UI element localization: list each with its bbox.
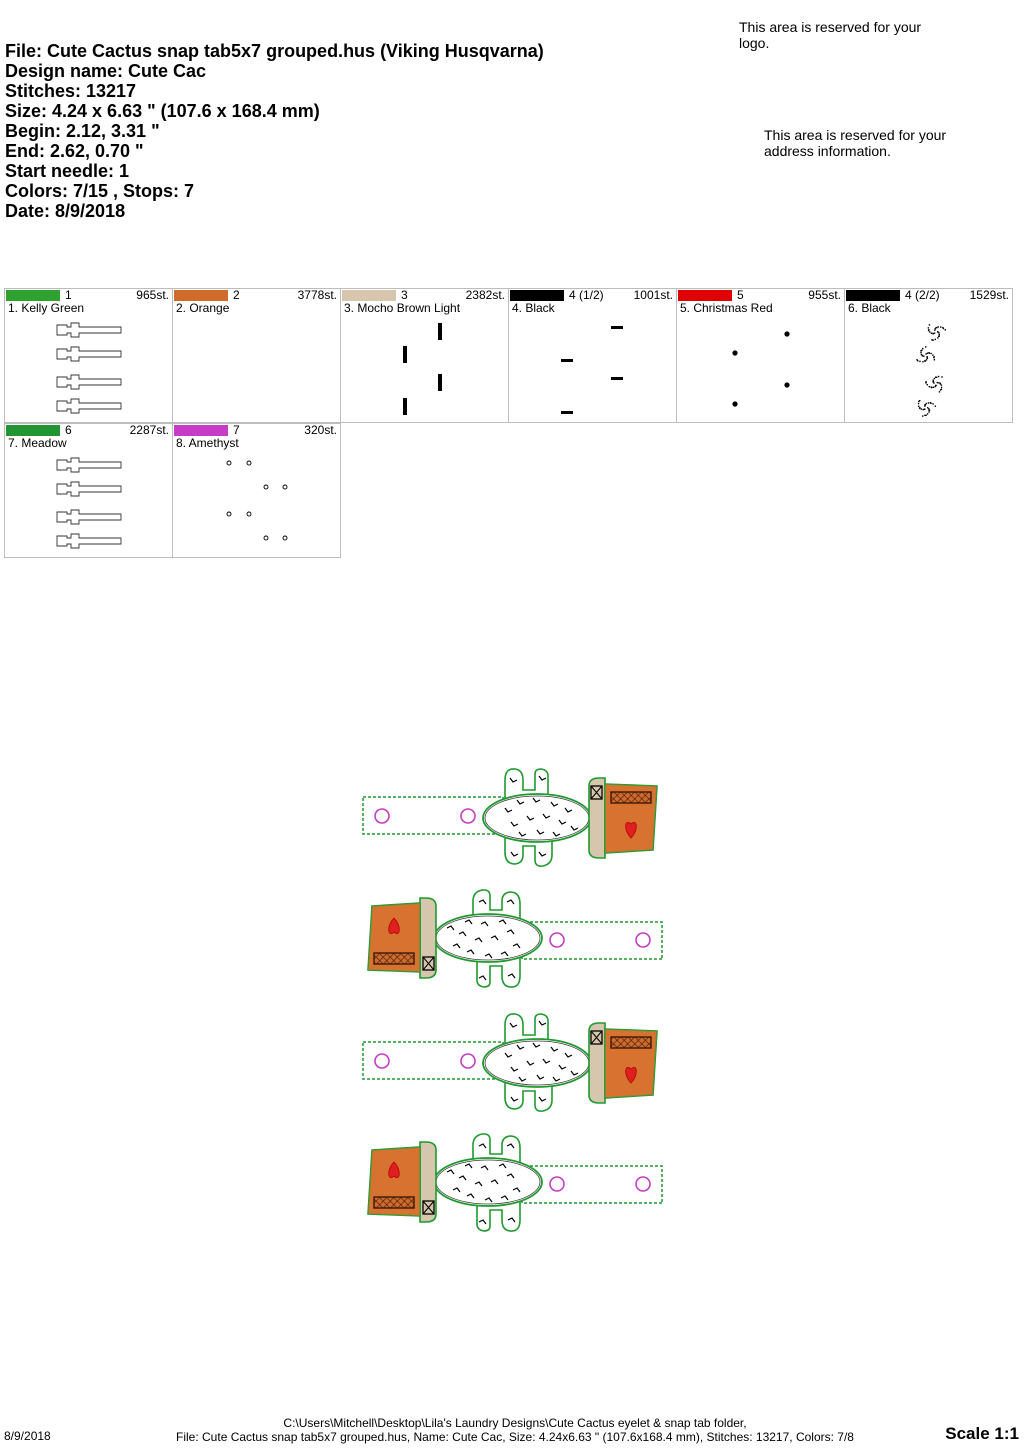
design-preview — [362, 768, 663, 1232]
footer-summary: File: Cute Cactus snap tab5x7 grouped.hu… — [176, 1430, 854, 1444]
stitches-line: Stitches: 13217 — [5, 81, 137, 101]
swatch-color-name: 6. Black — [848, 301, 891, 315]
swatch-thumbnail — [916, 324, 946, 417]
swatch-color-bar — [342, 290, 396, 301]
swatch-color-name: 5. Christmas Red — [680, 301, 773, 315]
swatch-stitch-count: 2382st. — [465, 288, 505, 302]
swatch-color-bar — [678, 290, 732, 301]
snap-tab-1 — [362, 768, 658, 868]
date-line: Date: 8/9/2018 — [5, 201, 126, 221]
color-swatch-5: 5 955st. 5. Christmas Red — [676, 288, 845, 423]
swatch-color-name: 4. Black — [512, 301, 555, 315]
swatch-stitch-count: 320st. — [304, 423, 337, 437]
color-swatch-4: 4 (1/2) 1001st. 4. Black — [508, 288, 677, 423]
swatch-color-name: 8. Amethyst — [176, 436, 239, 450]
swatch-color-name: 7. Meadow — [8, 436, 67, 450]
swatch-color-name: 3. Mocho Brown Light — [344, 301, 461, 315]
swatch-color-name: 2. Orange — [176, 301, 230, 315]
swatch-thumbnail — [56, 322, 122, 414]
swatch-number: 1 — [65, 288, 72, 302]
address-placeholder: This area is reserved for your address i… — [764, 127, 947, 159]
snap-tab-3 — [362, 1013, 658, 1113]
color-swatch-7: 6 2287st. 7. Meadow — [4, 423, 173, 558]
swatch-number: 4 (2/2) — [905, 288, 940, 302]
color-swatch-2: 2 3778st. 2. Orange — [172, 288, 341, 423]
size-line: Size: 4.24 x 6.63 " (107.6 x 168.4 mm) — [5, 101, 320, 121]
swatch-number: 3 — [401, 288, 408, 302]
logo-placeholder: This area is reserved for your logo. — [739, 19, 922, 51]
end-line: End: 2.62, 0.70 " — [5, 141, 144, 161]
colors-line: Colors: 7/15 , Stops: 7 — [5, 181, 195, 201]
swatch-color-bar — [6, 290, 60, 301]
file-line: File: Cute Cactus snap tab5x7 grouped.hu… — [5, 41, 544, 61]
swatch-thumbnail — [561, 326, 623, 414]
swatch-thumbnail — [56, 457, 122, 549]
design-info: File: Cute Cactus snap tab5x7 grouped.hu… — [5, 41, 544, 221]
footer-date: 8/9/2018 — [4, 1429, 51, 1443]
swatch-thumbnail — [732, 331, 790, 407]
design-name-line: Design name: Cute Cac — [5, 61, 207, 81]
swatch-number: 4 (1/2) — [569, 288, 604, 302]
color-swatch-8: 7 320st. 8. Amethyst — [172, 423, 341, 558]
scale-label: Scale 1:1 — [945, 1424, 1019, 1443]
swatch-thumbnail — [173, 317, 341, 421]
swatch-stitch-count: 3778st. — [297, 288, 337, 302]
swatch-thumbnail — [403, 323, 442, 415]
swatch-number: 7 — [233, 423, 240, 437]
swatch-number: 5 — [737, 288, 744, 302]
swatch-stitch-count: 965st. — [136, 288, 169, 302]
swatch-color-name: 1. Kelly Green — [8, 301, 85, 315]
color-swatch-6: 4 (2/2) 1529st. 6. Black — [844, 288, 1013, 423]
swatch-stitch-count: 1529st. — [969, 288, 1009, 302]
swatch-number: 2 — [233, 288, 240, 302]
start-needle-line: Start needle: 1 — [5, 161, 130, 181]
color-swatch-3: 3 2382st. 3. Mocho Brown Light — [340, 288, 509, 423]
swatch-stitch-count: 1001st. — [633, 288, 673, 302]
swatch-color-bar — [846, 290, 900, 301]
footer-path: C:\Users\Mitchell\Desktop\Lila's Laundry… — [283, 1416, 747, 1430]
swatch-color-bar — [174, 425, 228, 436]
swatch-thumbnail — [226, 460, 288, 541]
swatch-color-bar — [6, 425, 60, 436]
swatch-color-bar — [510, 290, 564, 301]
swatch-number: 6 — [65, 423, 72, 437]
color-swatch-1: 1 965st. 1. Kelly Green — [4, 288, 173, 423]
snap-tab-4 — [367, 1132, 663, 1232]
begin-line: Begin: 2.12, 3.31 " — [5, 121, 160, 141]
swatch-stitch-count: 2287st. — [129, 423, 169, 437]
swatch-color-bar — [174, 290, 228, 301]
swatch-stitch-count: 955st. — [808, 288, 841, 302]
snap-tab-2 — [367, 888, 663, 988]
